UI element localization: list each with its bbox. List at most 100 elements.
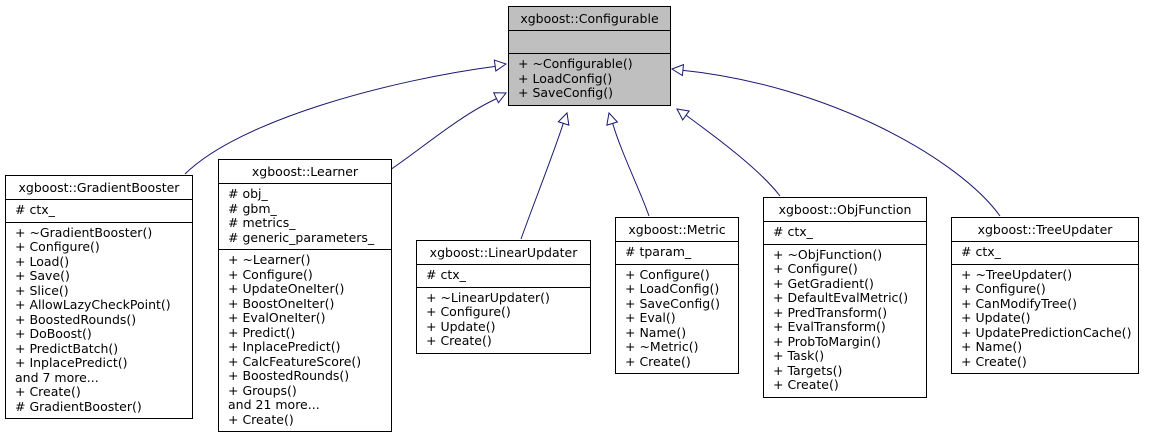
member-line: + DefaultEvalMetric()	[773, 290, 909, 305]
member-line: and 21 more...	[228, 397, 320, 412]
member-line: # ctx_	[961, 244, 1001, 259]
methods-section: + ~ObjFunction()+ Configure()+ GetGradie…	[764, 243, 926, 397]
member-line: + Name()	[961, 339, 1023, 354]
attributes-section: # obj_# gbm_# metrics_# generic_paramete…	[219, 183, 391, 249]
member-line: + InplacePredict()	[228, 339, 341, 354]
member-line: + Save()	[15, 268, 70, 283]
methods-section: + ~Configurable()+ LoadConfig()+ SaveCon…	[509, 53, 670, 105]
member-line: + Task()	[773, 348, 825, 363]
member-line: + SaveConfig()	[625, 295, 720, 311]
member-line: + ~TreeUpdater()	[961, 266, 1073, 282]
class-box-learner[interactable]: xgboost::Learner# obj_# gbm_# metrics_# …	[218, 159, 392, 432]
member-line: + ProbToMargin()	[773, 333, 881, 349]
member-line: + BoostOneIter()	[228, 295, 335, 311]
member-line: + Targets()	[773, 362, 843, 378]
methods-section: + ~TreeUpdater()+ Configure()+ CanModify…	[952, 263, 1138, 374]
member-line: + Configure()	[15, 239, 100, 254]
member-line: + DoBoost()	[15, 326, 92, 341]
member-line: + Update()	[426, 318, 496, 334]
class-name[interactable]: xgboost::Metric	[628, 222, 726, 237]
member-line: # GradientBooster()	[15, 398, 142, 414]
member-line: + Create()	[15, 384, 81, 399]
member-line: + InplacePredict()	[15, 355, 128, 370]
inheritance-arrowhead	[492, 92, 508, 104]
member-line: + AllowLazyCheckPoint()	[15, 297, 171, 312]
methods-section: + ~GradientBooster()+ Configure()+ Load(…	[6, 221, 192, 419]
member-line: + Configure()	[773, 261, 858, 276]
inheritance-edge	[611, 120, 650, 217]
class-box-objfunction[interactable]: xgboost::ObjFunction# ctx_+ ~ObjFunction…	[763, 197, 927, 398]
attributes-section: # tparam_	[616, 241, 738, 264]
member-line: + ~Learner()	[228, 252, 311, 267]
member-line: + Configure()	[228, 266, 313, 282]
member-line: + EvalOneIter()	[228, 310, 326, 325]
inheritance-arrowhead	[676, 108, 691, 121]
member-line: # obj_	[228, 186, 268, 201]
member-line: # metrics_	[228, 215, 296, 230]
member-line: + ~Configurable()	[518, 56, 633, 71]
attributes-section: # ctx_	[764, 221, 926, 244]
member-line: # gbm_	[228, 200, 277, 216]
member-line: # ctx_	[426, 267, 466, 282]
member-line: + Create()	[426, 333, 492, 348]
class-name[interactable]: xgboost::Learner	[251, 164, 359, 179]
inheritance-arrowhead	[670, 63, 685, 77]
attributes-section: # ctx_	[6, 199, 192, 222]
member-line: + Predict()	[228, 324, 296, 340]
attributes-section: # ctx_	[952, 241, 1138, 264]
methods-section: + Configure()+ LoadConfig()+ SaveConfig(…	[616, 263, 738, 374]
member-line: + Name()	[625, 324, 687, 340]
inheritance-arrowhead	[493, 59, 508, 72]
member-line: + Create()	[228, 411, 294, 427]
member-line: + BoostedRounds()	[15, 311, 137, 327]
class-name[interactable]: xgboost::TreeUpdater	[977, 222, 1113, 237]
member-line: and 7 more...	[15, 369, 99, 385]
member-line: + EvalTransform()	[773, 319, 886, 334]
member-line: + ~ObjFunction()	[773, 246, 883, 262]
member-line: + CanModifyTree()	[961, 295, 1077, 311]
attributes-section	[509, 30, 670, 53]
inheritance-edge	[679, 69, 1001, 217]
member-line: + GetGradient()	[773, 275, 874, 291]
member-line: + ~LinearUpdater()	[426, 289, 550, 305]
member-line: + Create()	[961, 353, 1027, 369]
class-box-base[interactable]: xgboost::Configurable+ ~Configurable()+ …	[508, 6, 671, 106]
member-line: # tparam_	[625, 244, 692, 259]
member-line: + UpdatePredictionCache()	[961, 324, 1132, 340]
member-line: + Create()	[773, 377, 839, 392]
class-name[interactable]: xgboost::Configurable	[520, 11, 659, 26]
member-line: + ~GradientBooster()	[15, 224, 153, 240]
member-line: + CalcFeatureScore()	[228, 353, 362, 369]
member-line: + Configure()	[961, 281, 1046, 296]
member-line: + PredTransform()	[773, 304, 888, 320]
class-name[interactable]: xgboost::ObjFunction	[778, 202, 912, 217]
member-line: + Configure()	[625, 266, 710, 282]
member-line: + Groups()	[228, 382, 297, 398]
member-line: + ~Metric()	[625, 339, 699, 354]
attributes-section: # ctx_	[417, 264, 590, 287]
methods-section: + ~Learner()+ Configure()+ UpdateOneIter…	[219, 249, 391, 431]
class-name[interactable]: xgboost::GradientBooster	[18, 180, 180, 195]
member-line: # ctx_	[15, 202, 55, 217]
member-line: # generic_parameters_	[228, 229, 375, 245]
member-line: + Eval()	[625, 310, 676, 325]
member-line: + Load()	[15, 253, 70, 269]
member-line: + LoadConfig()	[625, 281, 720, 296]
class-box-treeupdater[interactable]: xgboost::TreeUpdater# ctx_+ ~TreeUpdater…	[951, 217, 1139, 374]
methods-section: + ~LinearUpdater()+ Configure()+ Update(…	[417, 286, 590, 353]
member-line: + Slice()	[15, 282, 69, 298]
inheritance-edges	[184, 59, 1001, 240]
member-line: # ctx_	[773, 224, 813, 239]
class-box-gradientbooster[interactable]: xgboost::GradientBooster# ctx_+ ~Gradien…	[5, 175, 193, 419]
inheritance-edge	[520, 120, 565, 240]
member-line: + Configure()	[426, 304, 511, 319]
inheritance-edge	[389, 97, 499, 171]
class-box-linearupdater[interactable]: xgboost::LinearUpdater# ctx_+ ~LinearUpd…	[416, 240, 591, 354]
class-box-metric[interactable]: xgboost::Metric# tparam_+ Configure()+ L…	[615, 217, 739, 374]
member-line: + UpdateOneIter()	[228, 281, 345, 296]
class-name[interactable]: xgboost::LinearUpdater	[429, 245, 578, 260]
member-line: + Update()	[961, 310, 1031, 325]
member-line: + LoadConfig()	[518, 70, 613, 86]
inheritance-arrowhead	[606, 111, 619, 126]
